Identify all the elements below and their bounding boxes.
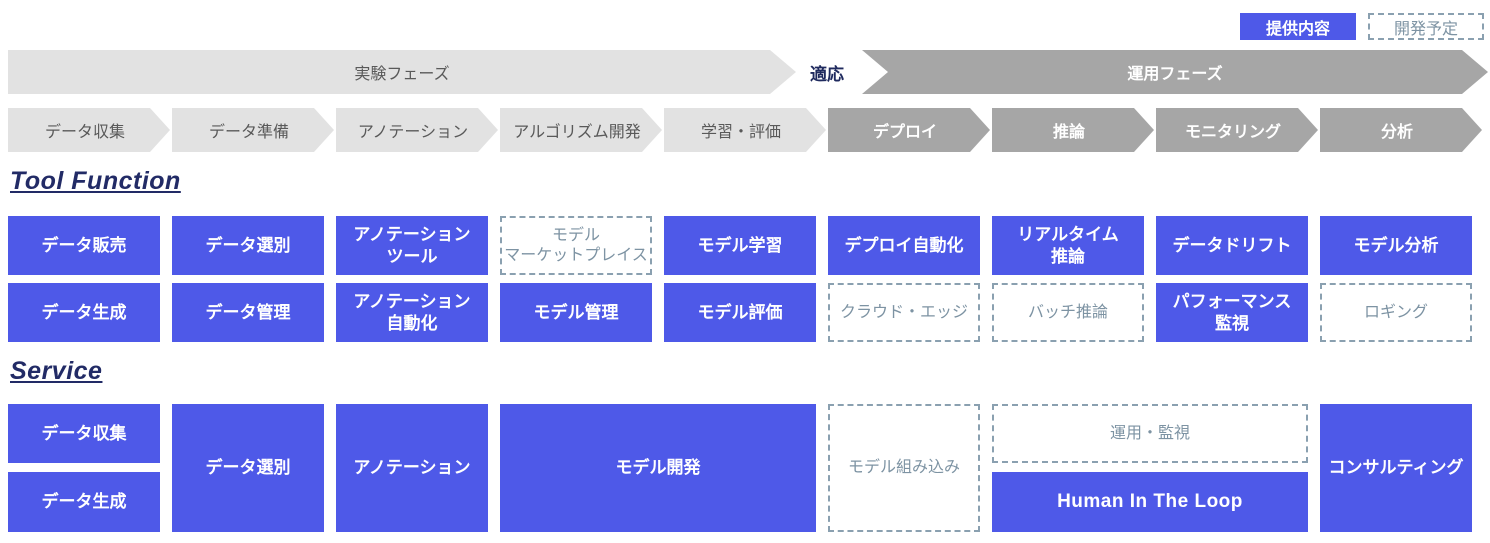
step-arrow-algorithm-development: アルゴリズム開発 [500, 108, 662, 152]
tool-box-model-analysis: モデル分析 [1320, 216, 1472, 275]
service-box-annotation: アノテーション [336, 404, 488, 532]
tool-box-logging: ロギング [1320, 283, 1472, 342]
tool-box-data-selection: データ選別 [172, 216, 324, 275]
tool-box-data-sales: データ販売 [8, 216, 160, 275]
step-arrow-monitoring: モニタリング [1156, 108, 1318, 152]
legend-planned-badge: 開発予定 [1368, 13, 1484, 40]
tool-box-data-drift: データドリフト [1156, 216, 1308, 275]
tool-box-batch-inference: バッチ推論 [992, 283, 1144, 342]
service-box-data-selection: データ選別 [172, 404, 324, 532]
step-arrow-data-collection: データ収集 [8, 108, 170, 152]
service-heading: Service [10, 357, 103, 385]
service-box-operation-monitoring: 運用・監視 [992, 404, 1308, 463]
tool-box-model-training: モデル学習 [664, 216, 816, 275]
adaptation-label: 適応 [810, 64, 844, 84]
step-arrow-data-preparation: データ準備 [172, 108, 334, 152]
service-box-model-integration: モデル組み込み [828, 404, 980, 532]
operation-phase-banner: 運用フェーズ [862, 50, 1488, 94]
tool-function-heading: Tool Function [10, 167, 181, 195]
tool-box-deploy-automation: デプロイ自動化 [828, 216, 980, 275]
step-arrow-inference: 推論 [992, 108, 1154, 152]
tool-box-model-evaluation: モデル評価 [664, 283, 816, 342]
service-box-data-generation: データ生成 [8, 472, 160, 532]
experiment-phase-banner: 実験フェーズ [8, 50, 796, 94]
service-box-model-development: モデル開発 [500, 404, 816, 532]
legend-provided-badge: 提供内容 [1240, 13, 1356, 40]
tool-box-annotation-automation: アノテーション 自動化 [336, 283, 488, 342]
legend: 提供内容 開発予定 [1240, 13, 1484, 40]
tool-box-cloud-edge: クラウド・エッジ [828, 283, 980, 342]
tool-box-realtime-inference: リアルタイム 推論 [992, 216, 1144, 275]
tool-box-data-generation: データ生成 [8, 283, 160, 342]
tool-function-grid: データ販売 データ選別 アノテーション ツール モデル マーケットプレイス モデ… [8, 216, 1472, 342]
step-arrow-annotation: アノテーション [336, 108, 498, 152]
tool-box-annotation-tool: アノテーション ツール [336, 216, 488, 275]
service-box-human-in-the-loop: Human In The Loop [992, 472, 1308, 532]
tool-box-model-management: モデル管理 [500, 283, 652, 342]
step-arrow-deploy: デプロイ [828, 108, 990, 152]
tool-box-performance-monitoring: パフォーマンス 監視 [1156, 283, 1308, 342]
service-grid: データ収集 データ生成 データ選別 アノテーション モデル開発 モデル組み込み … [8, 404, 1472, 532]
tool-box-data-management: データ管理 [172, 283, 324, 342]
tool-box-model-marketplace: モデル マーケットプレイス [500, 216, 652, 275]
step-arrow-analysis: 分析 [1320, 108, 1482, 152]
service-box-data-collection: データ収集 [8, 404, 160, 463]
service-box-consulting: コンサルティング [1320, 404, 1472, 532]
step-arrow-training-evaluation: 学習・評価 [664, 108, 826, 152]
